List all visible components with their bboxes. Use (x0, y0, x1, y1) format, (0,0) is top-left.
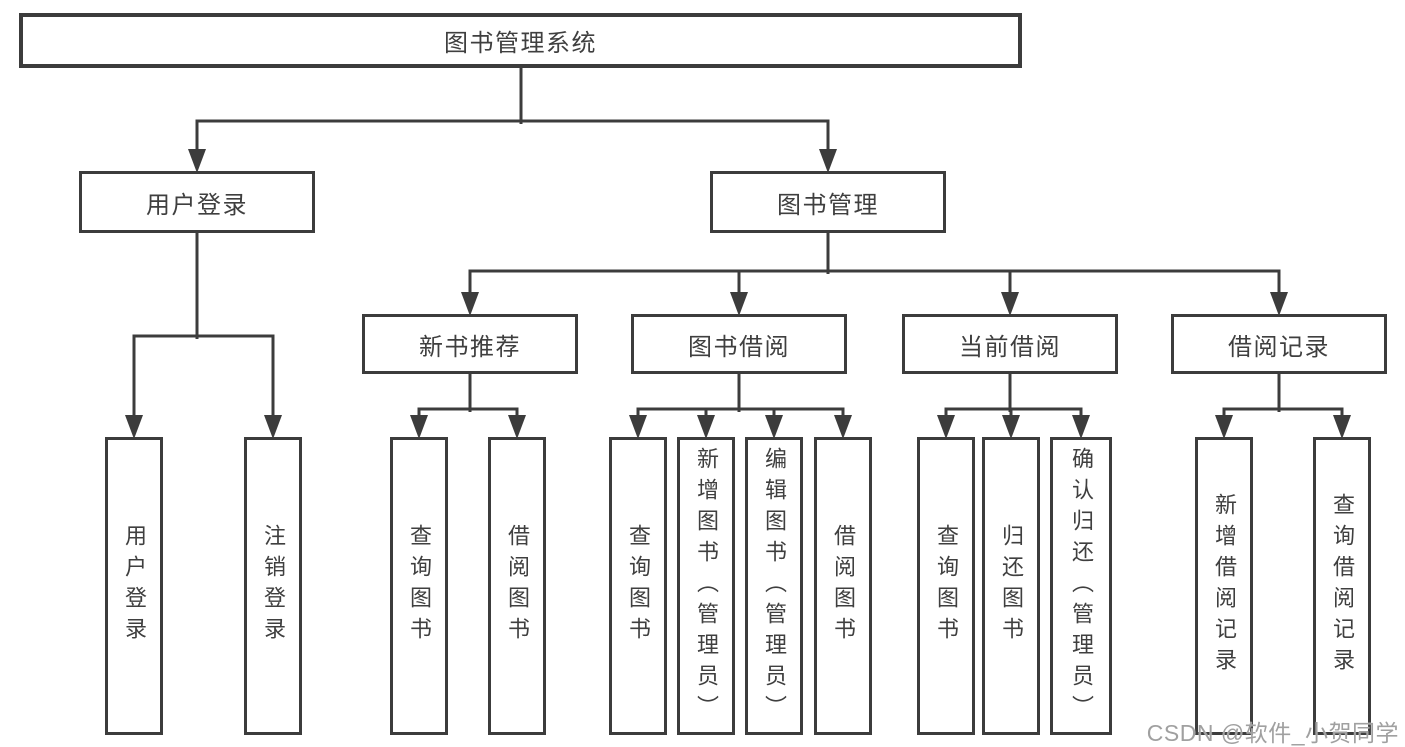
node-borrow-records-label: 借阅记录 (1228, 333, 1330, 361)
leaf-user-login: 用户登录 (105, 437, 163, 735)
leaf-borrow-edit: 编辑图书（管理员） (745, 437, 803, 735)
connector-user-login-to-leaves (125, 229, 282, 439)
leaf-borrow-query-label: 查询图书 (626, 524, 651, 648)
leaf-newbook-query: 查询图书 (390, 437, 448, 735)
node-root: 图书管理系统 (19, 13, 1022, 68)
leaf-current-query-label: 查询图书 (934, 524, 959, 648)
arrowhead (508, 415, 526, 439)
leaf-records-add-label: 新增借阅记录 (1212, 493, 1237, 679)
node-book-management: 图书管理 (710, 171, 946, 233)
leaf-newbook-borrow: 借阅图书 (488, 437, 546, 735)
connector-new-book-to-leaves (410, 370, 526, 439)
arrowhead (188, 149, 206, 173)
arrowhead (410, 415, 428, 439)
leaf-current-confirm-return-label: 确认归还（管理员） (1069, 446, 1094, 726)
leaf-borrow-borrow-label: 借阅图书 (831, 524, 856, 648)
leaf-current-query: 查询图书 (917, 437, 975, 735)
leaf-borrow-edit-label: 编辑图书（管理员） (762, 446, 787, 726)
node-new-book-recommend-label: 新书推荐 (419, 333, 521, 361)
leaf-records-query: 查询借阅记录 (1313, 437, 1371, 735)
arrowhead (1002, 415, 1020, 439)
leaf-borrow-add-label: 新增图书（管理员） (694, 446, 719, 726)
node-book-borrow: 图书借阅 (631, 314, 847, 374)
leaf-logout-label: 注销登录 (261, 524, 286, 648)
leaf-records-query-label: 查询借阅记录 (1330, 493, 1355, 679)
arrowhead (125, 415, 143, 439)
leaf-newbook-query-label: 查询图书 (407, 524, 432, 648)
arrowhead (730, 292, 748, 316)
node-book-borrow-label: 图书借阅 (688, 333, 790, 361)
arrowhead (834, 415, 852, 439)
arrowhead (1333, 415, 1351, 439)
leaf-current-confirm-return: 确认归还（管理员） (1050, 437, 1112, 735)
connector-book-borrow-to-leaves (629, 370, 852, 439)
node-user-login-label: 用户登录 (146, 191, 248, 219)
arrowhead (1072, 415, 1090, 439)
node-new-book-recommend: 新书推荐 (362, 314, 578, 374)
arrowhead (697, 415, 715, 439)
node-current-borrow-label: 当前借阅 (959, 333, 1061, 361)
arrowhead (1215, 415, 1233, 439)
leaf-current-return-label: 归还图书 (999, 524, 1024, 648)
leaf-borrow-borrow: 借阅图书 (814, 437, 872, 735)
node-current-borrow: 当前借阅 (902, 314, 1118, 374)
leaf-user-login-label: 用户登录 (122, 524, 147, 648)
node-user-login: 用户登录 (79, 171, 315, 233)
arrowhead (937, 415, 955, 439)
arrowhead (819, 149, 837, 173)
connector-borrow-records-to-leaves (1215, 370, 1351, 439)
leaf-current-return: 归还图书 (982, 437, 1040, 735)
connector-current-borrow-to-leaves (937, 370, 1090, 439)
connector-root-to-level2 (188, 64, 837, 173)
leaf-borrow-query: 查询图书 (609, 437, 667, 735)
leaf-borrow-add: 新增图书（管理员） (677, 437, 735, 735)
arrowhead (461, 292, 479, 316)
connector-book-management-to-level3 (461, 229, 1288, 316)
leaf-records-add: 新增借阅记录 (1195, 437, 1253, 735)
csdn-watermark: CSDN @软件_小贺同学 (1146, 720, 1399, 746)
arrowhead (765, 415, 783, 439)
node-borrow-records: 借阅记录 (1171, 314, 1387, 374)
leaf-newbook-borrow-label: 借阅图书 (505, 524, 530, 648)
arrowhead (1001, 292, 1019, 316)
arrowhead (1270, 292, 1288, 316)
node-root-label: 图书管理系统 (444, 30, 597, 57)
arrowhead (629, 415, 647, 439)
node-book-management-label: 图书管理 (777, 191, 879, 219)
arrowhead (264, 415, 282, 439)
leaf-logout: 注销登录 (244, 437, 302, 735)
